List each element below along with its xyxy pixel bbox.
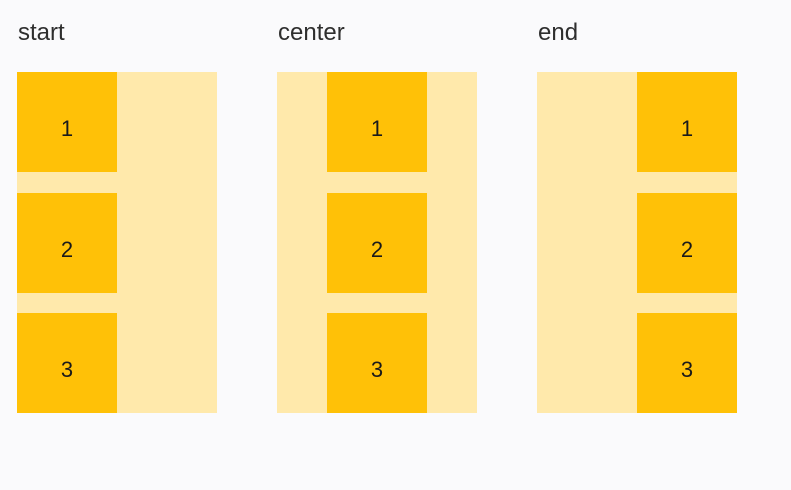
flex-item: 2 — [637, 192, 737, 293]
flex-container-end: 1 2 3 — [537, 72, 737, 413]
flex-item: 1 — [637, 72, 737, 172]
flex-item: 3 — [327, 313, 427, 413]
flex-container-center: 1 2 3 — [277, 72, 477, 413]
flex-item-label: 2 — [370, 236, 384, 262]
column-label-end: end — [538, 19, 579, 46]
flex-item: 1 — [17, 72, 117, 172]
flex-item-label: 2 — [680, 236, 694, 262]
flex-item-label: 1 — [370, 116, 384, 141]
flex-container-start: 1 2 3 — [17, 72, 217, 413]
flex-item: 1 — [327, 72, 427, 172]
flex-item-label: 3 — [60, 357, 74, 382]
flex-item-label: 1 — [680, 116, 694, 141]
flex-item-label: 1 — [60, 116, 74, 141]
flex-item-label: 2 — [60, 236, 74, 262]
column-label-center: center — [278, 19, 345, 46]
flex-item: 2 — [17, 192, 117, 293]
flex-item-label: 3 — [680, 357, 694, 382]
flex-item: 3 — [17, 313, 117, 413]
column-label-start: start — [18, 19, 65, 46]
flex-item: 3 — [637, 313, 737, 413]
flex-item: 2 — [327, 192, 427, 293]
flex-item-label: 3 — [370, 357, 384, 382]
